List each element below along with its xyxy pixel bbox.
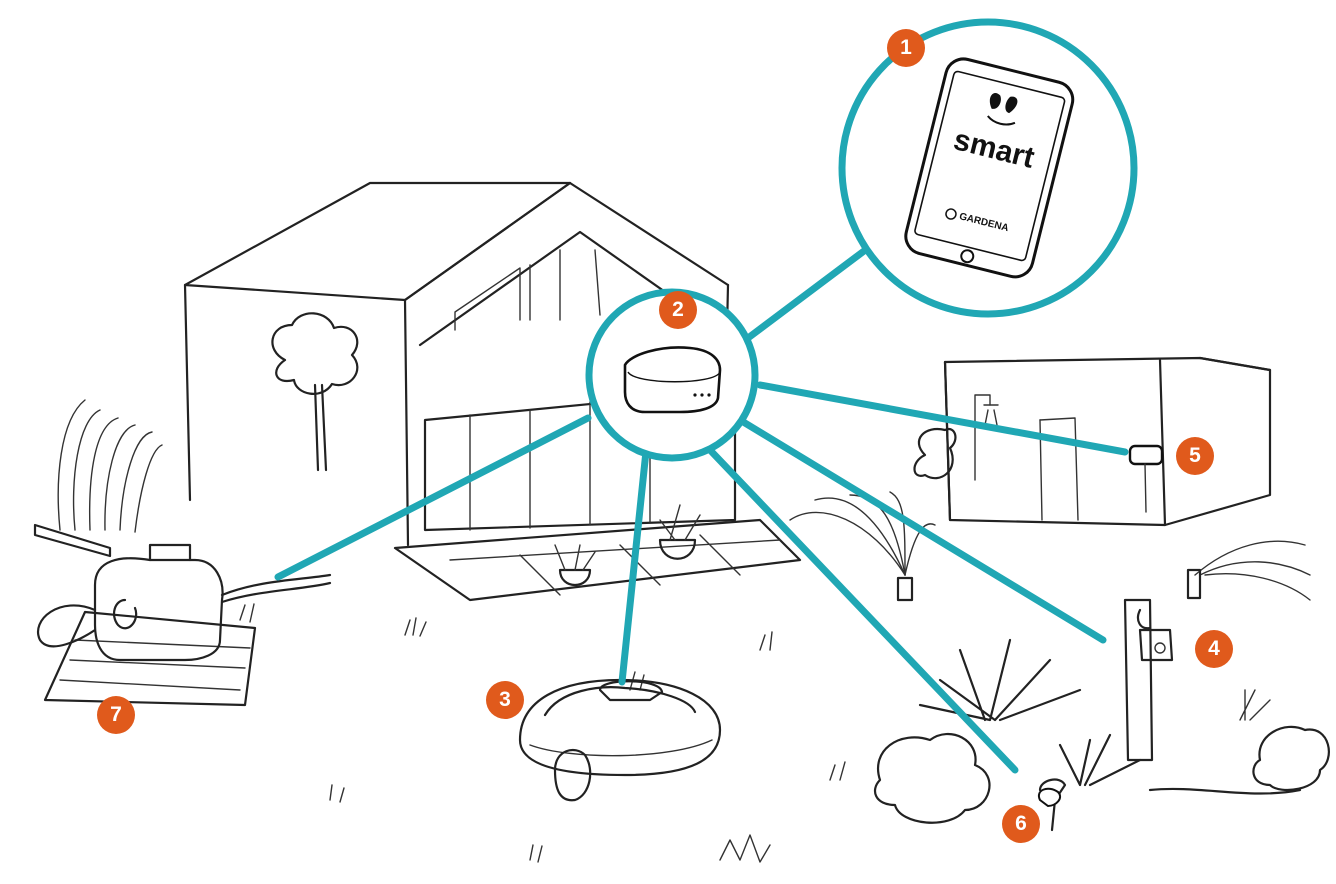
sprinklers: [35, 400, 1310, 862]
badge-4: 4: [1195, 630, 1233, 668]
flower-beds: [875, 640, 1329, 830]
badge-5: 5: [1176, 437, 1214, 475]
robotic-mower-drawing: [520, 680, 720, 800]
badge-6: 6: [1002, 805, 1040, 843]
badge-7: 7: [97, 696, 135, 734]
power-adapter-device: [1130, 446, 1162, 512]
badge-3: 3: [486, 681, 524, 719]
soil-sensor-device: [1039, 789, 1060, 806]
link-gateway-app: [748, 248, 868, 338]
link-gateway-water-control: [740, 420, 1103, 640]
badge-1: 1: [887, 29, 925, 67]
smartphone-callout: smart GARDENA: [842, 22, 1134, 314]
badge-2: 2: [659, 291, 697, 329]
garden-shed: [914, 358, 1270, 525]
link-gateway-mower: [622, 432, 648, 682]
